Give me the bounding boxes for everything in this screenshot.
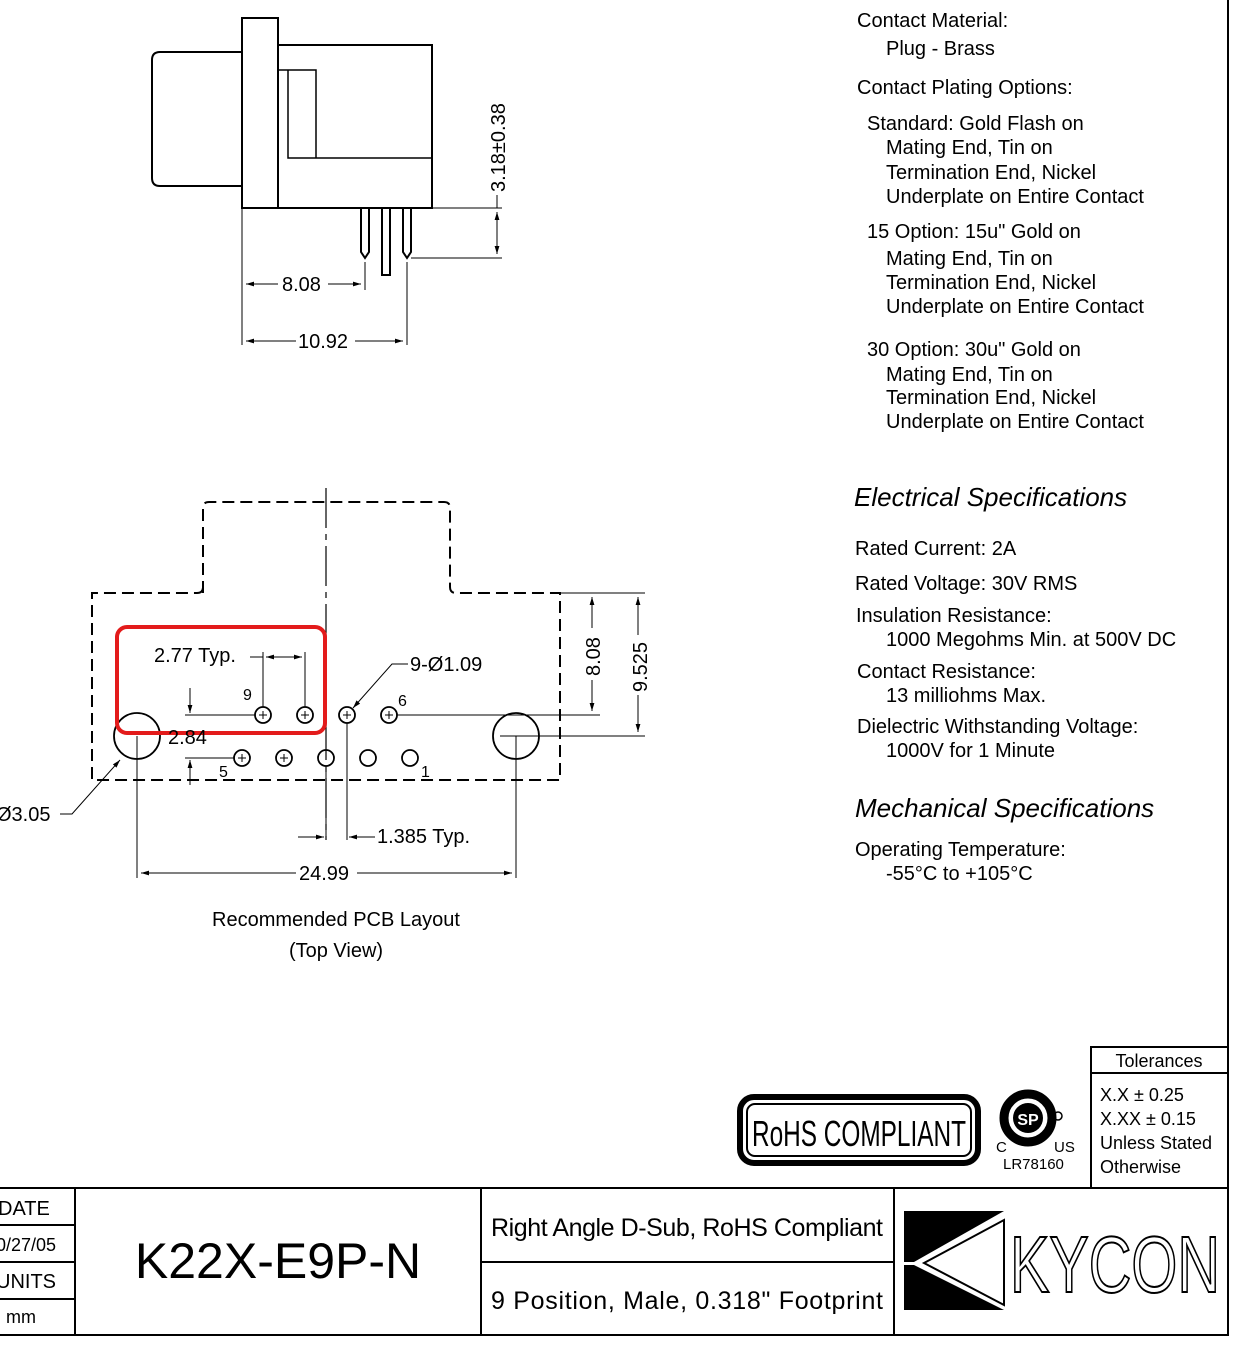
electrical-heading: Electrical Specifications bbox=[854, 482, 1128, 512]
contact-res-label: Contact Resistance: bbox=[857, 661, 1036, 683]
rated-voltage: Rated Voltage: 30V RMS bbox=[855, 573, 1078, 595]
mount-diameter: Ø3.05 bbox=[0, 804, 50, 826]
pcb-caption-sub: (Top View) bbox=[289, 940, 383, 962]
dim-8-08-side: 8.08 bbox=[282, 274, 321, 296]
tolerance-line: Unless Stated bbox=[1100, 1133, 1212, 1153]
part-number: K22X-E9P-N bbox=[135, 1233, 421, 1289]
pcb-dimensions bbox=[60, 592, 645, 878]
dim-10-92: 10.92 bbox=[298, 331, 348, 353]
insulation-value: 1000 Megohms Min. at 500V DC bbox=[886, 629, 1177, 651]
dim-offset: 1.385 Typ. bbox=[377, 826, 470, 848]
units-value: mm bbox=[6, 1307, 36, 1327]
rated-current: Rated Current: 2A bbox=[855, 538, 1017, 560]
plating-line: Termination End, Nickel bbox=[886, 387, 1097, 409]
plating-30: 30 Option: 30u" Gold on bbox=[867, 339, 1081, 361]
svg-text:SP: SP bbox=[1017, 1112, 1039, 1129]
svg-text:KYCON: KYCON bbox=[1010, 1220, 1220, 1309]
insulation-label: Insulation Resistance: bbox=[856, 605, 1052, 627]
plating-15: 15 Option: 15u" Gold on bbox=[867, 221, 1081, 243]
svg-text:US: US bbox=[1054, 1139, 1075, 1156]
highlight-box bbox=[115, 625, 327, 735]
plating-label: Contact Plating Options: bbox=[857, 77, 1073, 99]
dim-3-18: 3.18±0.38 bbox=[488, 103, 510, 192]
pin-6-label: 6 bbox=[398, 693, 407, 710]
pcb-outline bbox=[91, 501, 561, 781]
tolerance-line: X.XX ± 0.15 bbox=[1100, 1109, 1196, 1129]
side-view-dimensions bbox=[241, 195, 502, 345]
kycon-logo: KYCON bbox=[904, 1211, 1221, 1310]
plating-line: Termination End, Nickel bbox=[886, 272, 1097, 294]
plating-line: Mating End, Tin on bbox=[886, 248, 1053, 270]
date-value: 0/27/05 bbox=[0, 1235, 56, 1255]
pin-9-label: 9 bbox=[243, 687, 252, 704]
pcb-caption: Recommended PCB Layout bbox=[212, 909, 460, 931]
svg-text:RoHS COMPLIANT: RoHS COMPLIANT bbox=[752, 1113, 966, 1154]
tolerance-line: X.X ± 0.25 bbox=[1100, 1085, 1184, 1105]
dielectric-value: 1000V for 1 Minute bbox=[886, 740, 1055, 762]
contact-material-value: Plug - Brass bbox=[886, 38, 995, 60]
contact-res-value: 13 milliohms Max. bbox=[886, 685, 1047, 707]
rohs-badge: RoHS COMPLIANT bbox=[737, 1094, 981, 1166]
svg-text:LR78160: LR78160 bbox=[1003, 1156, 1064, 1173]
plating-standard: Standard: Gold Flash on bbox=[867, 113, 1084, 135]
plating-line: Termination End, Nickel bbox=[886, 162, 1097, 184]
plating-line: Underplate on Entire Contact bbox=[886, 186, 1144, 208]
csa-logo: SP C US LR78160 bbox=[996, 1089, 1075, 1173]
plating-line: Underplate on Entire Contact bbox=[886, 296, 1144, 318]
dim-8-08-pcb: 8.08 bbox=[583, 637, 605, 676]
description-line-1: Right Angle D-Sub, RoHS Compliant bbox=[491, 1214, 883, 1242]
description-line-2: 9 Position, Male, 0.318" Footprint bbox=[491, 1287, 883, 1315]
contact-material-label: Contact Material: bbox=[857, 10, 1009, 32]
temp-value: -55°C to +105°C bbox=[886, 863, 1033, 885]
plating-line: Mating End, Tin on bbox=[886, 364, 1053, 386]
pin-5-label: 5 bbox=[219, 764, 228, 781]
units-label: UNITS bbox=[0, 1271, 56, 1293]
svg-text:C: C bbox=[996, 1139, 1007, 1156]
plating-line: Mating End, Tin on bbox=[886, 137, 1053, 159]
tolerances-title: Tolerances bbox=[1115, 1051, 1202, 1071]
title-block-lines bbox=[0, 0, 1229, 1336]
dim-row: 2.84 bbox=[168, 727, 207, 749]
plating-line: Underplate on Entire Contact bbox=[886, 411, 1144, 433]
dim-pitch: 2.77 Typ. bbox=[154, 645, 236, 667]
hole-diameter: 9-Ø1.09 bbox=[410, 654, 482, 676]
dim-9-525: 9.525 bbox=[630, 642, 652, 692]
side-view-drawing bbox=[151, 17, 433, 276]
temp-label: Operating Temperature: bbox=[855, 839, 1066, 861]
mechanical-heading: Mechanical Specifications bbox=[855, 793, 1155, 823]
tolerance-line: Otherwise bbox=[1100, 1157, 1181, 1177]
pin-1-label: 1 bbox=[421, 764, 430, 781]
dim-width: 24.99 bbox=[299, 863, 349, 885]
date-label: DATE bbox=[0, 1198, 50, 1220]
dielectric-label: Dielectric Withstanding Voltage: bbox=[857, 716, 1139, 738]
